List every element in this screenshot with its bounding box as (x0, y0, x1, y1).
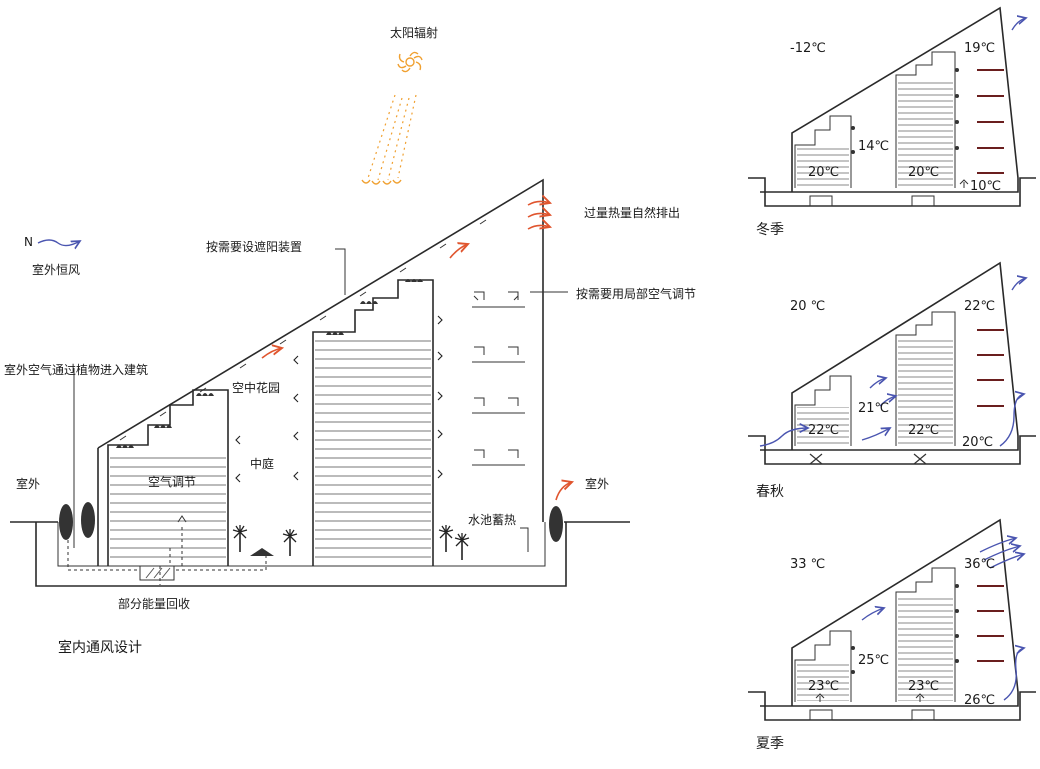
atrium-airflow-arrows (235, 315, 443, 483)
tree-right-icon (549, 506, 563, 542)
winter-atrium-temp: 10℃ (970, 179, 1001, 194)
exhaust-arrows (261, 201, 572, 501)
spring-autumn-season-label: 春秋 (756, 484, 784, 500)
solar-radiation-label: 太阳辐射 (390, 25, 438, 40)
sun-rays (367, 94, 417, 181)
pool-storage-label: 水池蓄热 (468, 513, 516, 527)
tree-left-icon (59, 502, 95, 540)
sun-ray-ends (361, 179, 402, 185)
sky-garden-label: 空中花园 (232, 380, 280, 395)
local-ac-label: 按需要用局部空气调节 (576, 286, 696, 301)
atrium-label: 中庭 (250, 456, 274, 471)
exhaust-label: 过量热量自然排出 (584, 205, 680, 220)
plant-intake-label: 室外空气通过植物进入建筑 (4, 362, 148, 377)
winter-top-temp: 19℃ (964, 41, 995, 56)
spring-left-temp: 22℃ (808, 423, 839, 438)
wind-arrow-icon (37, 239, 80, 246)
spring-atrium-temp: 20℃ (962, 435, 993, 450)
summer-outside-temp: 33 ℃ (790, 557, 825, 572)
prevailing-wind-label: 室外恒风 (32, 262, 80, 277)
summer-panel: 33 ℃ 36℃ 25℃ 23℃ 23℃ 26℃ 夏季 (748, 518, 1036, 752)
spring-autumn-panel: 20 ℃ 22℃ 21℃ 22℃ 22℃ 20℃ 春秋 (748, 261, 1036, 500)
spring-outside-temp: 20 ℃ (790, 299, 825, 314)
summer-right-temp: 23℃ (908, 679, 939, 694)
air-conditioning-label: 空气调节 (148, 474, 196, 489)
spring-top-temp: 22℃ (964, 299, 995, 314)
winter-season-label: 冬季 (756, 222, 784, 238)
outdoor-right-label: 室外 (585, 476, 609, 491)
winter-mid-temp: 14℃ (858, 139, 889, 154)
winter-right-temp: 20℃ (908, 165, 939, 180)
shading-device-label: 按需要设遮阳装置 (206, 239, 302, 254)
winter-outside-temp: -12℃ (790, 41, 826, 56)
outdoor-left-label: 室外 (16, 476, 40, 491)
sun-icon (397, 51, 423, 73)
summer-mid-temp: 25℃ (858, 653, 889, 668)
main-section: 太阳辐射 N 室外恒风 (4, 25, 696, 656)
spring-right-temp: 22℃ (908, 423, 939, 438)
page-title: 室内通风设计 (58, 639, 142, 656)
winter-panel: -12℃ 19℃ 14℃ 20℃ 20℃ 10℃ 冬季 (748, 6, 1036, 238)
spring-mid-temp: 21℃ (858, 401, 889, 416)
summer-left-temp: 23℃ (808, 679, 839, 694)
local-ac-units (472, 291, 525, 466)
winter-left-temp: 20℃ (808, 165, 839, 180)
summer-season-label: 夏季 (756, 736, 784, 752)
summer-top-temp: 36℃ (964, 557, 995, 572)
energy-recovery-label: 部分能量回收 (118, 596, 190, 611)
building-envelope (97, 178, 544, 522)
north-label: N (24, 235, 33, 249)
summer-atrium-temp: 26℃ (964, 693, 995, 708)
